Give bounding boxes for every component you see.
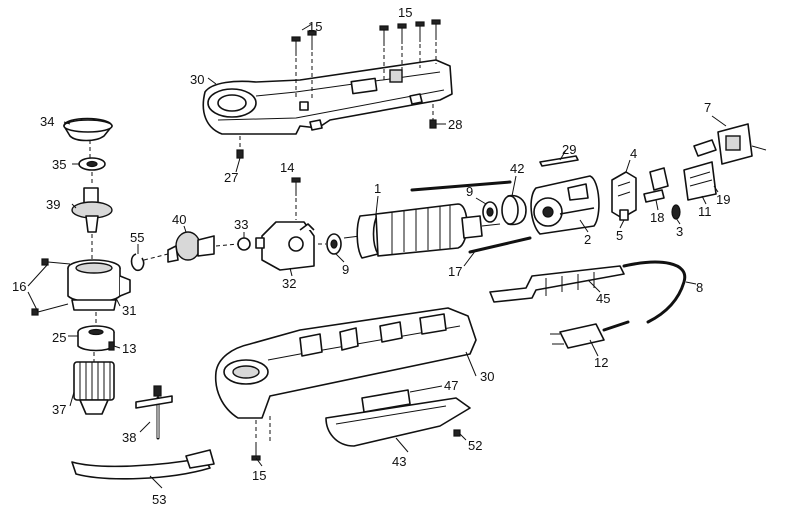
callout-40: 40: [172, 212, 186, 227]
callout-43: 43: [392, 454, 406, 469]
callout-17: 17: [448, 264, 462, 279]
housing-nut-left: [236, 136, 244, 159]
gear-cover-cap: [63, 117, 113, 142]
callout-14: 14: [280, 160, 294, 175]
callout-11: 11: [698, 204, 712, 219]
callout-34: 34: [40, 114, 54, 129]
bearing-ball: [215, 237, 251, 251]
callout-3: 3: [676, 224, 683, 239]
callout-52: 52: [468, 438, 482, 453]
armature: [343, 203, 501, 259]
cover-screw: [453, 429, 461, 437]
callout-30-lower: 30: [480, 369, 494, 384]
brush-cap: [671, 204, 681, 220]
handle-cover: [325, 397, 471, 447]
callout-29: 29: [562, 142, 576, 157]
callout-38: 38: [122, 430, 136, 445]
callout-9-upper: 9: [466, 184, 473, 199]
gear-case: [67, 259, 131, 311]
callout-37: 37: [52, 402, 66, 417]
gear-case-screws: [27, 258, 71, 316]
switch-contact: [683, 161, 717, 201]
callout-28: 28: [448, 117, 462, 132]
chuck-key: [135, 385, 173, 440]
bearing-lower: [318, 233, 342, 255]
callout-18: 18: [650, 210, 664, 225]
callout-15-upper-left: 15: [308, 19, 322, 34]
bearing-screw: [291, 177, 301, 220]
brush-spring: [539, 155, 579, 167]
upper-housing-screws-left: [291, 23, 317, 100]
bearing-upper: [482, 201, 498, 223]
bearing-bracket: [255, 221, 315, 271]
switch-lever: [693, 139, 717, 157]
housing-nut: [429, 104, 437, 129]
chuck: [73, 352, 115, 415]
callout-35: 35: [52, 157, 66, 172]
retaining-ring: [78, 140, 106, 186]
fan-baffle: [501, 194, 527, 226]
spring-clip: [130, 253, 145, 272]
callout-47: 47: [444, 378, 458, 393]
callout-42: 42: [510, 161, 524, 176]
leader-lines: [63, 77, 727, 489]
field: [530, 175, 600, 235]
nameplate: [361, 389, 411, 413]
callout-45: 45: [596, 291, 610, 306]
spindle-gear: [71, 187, 113, 262]
callout-7: 7: [704, 100, 711, 115]
callout-31: 31: [122, 303, 136, 318]
brush: [619, 209, 629, 221]
switch: [717, 123, 767, 165]
pinion-gear: [143, 231, 215, 263]
lower-housing-screws: [251, 416, 271, 461]
callout-12: 12: [594, 355, 608, 370]
callout-25: 25: [52, 330, 66, 345]
cord-protector: [489, 265, 625, 303]
callout-16: 16: [12, 279, 26, 294]
chuck-screw: [108, 341, 115, 351]
callout-9-lower: 9: [342, 262, 349, 277]
lower-housing: [214, 307, 477, 419]
callout-15-upper-right: 15: [398, 5, 412, 20]
plug: [550, 320, 630, 349]
callout-19: 19: [716, 192, 730, 207]
callout-5: 5: [616, 228, 623, 243]
callout-4: 4: [630, 146, 637, 161]
callout-39: 39: [46, 197, 60, 212]
callouts: 15 15 30 28 27 34 35 39 14 1 9 42 29 4 7…: [12, 5, 730, 507]
callout-15-lower: 15: [252, 468, 266, 483]
terminal: [643, 167, 669, 203]
callout-2: 2: [584, 232, 591, 247]
callout-13: 13: [122, 341, 136, 356]
field-screw: [410, 180, 532, 254]
callout-55: 55: [130, 230, 144, 245]
callout-53: 53: [152, 492, 166, 507]
callout-33: 33: [234, 217, 248, 232]
callout-27: 27: [224, 170, 238, 185]
power-cord: [622, 260, 687, 324]
chuck-key-holder: [71, 449, 215, 480]
upper-housing: [202, 59, 453, 135]
callout-8: 8: [696, 280, 703, 295]
callout-32: 32: [282, 276, 296, 291]
upper-housing-screws-right: [379, 19, 441, 80]
callout-1: 1: [374, 181, 381, 196]
callout-30-upper: 30: [190, 72, 204, 87]
